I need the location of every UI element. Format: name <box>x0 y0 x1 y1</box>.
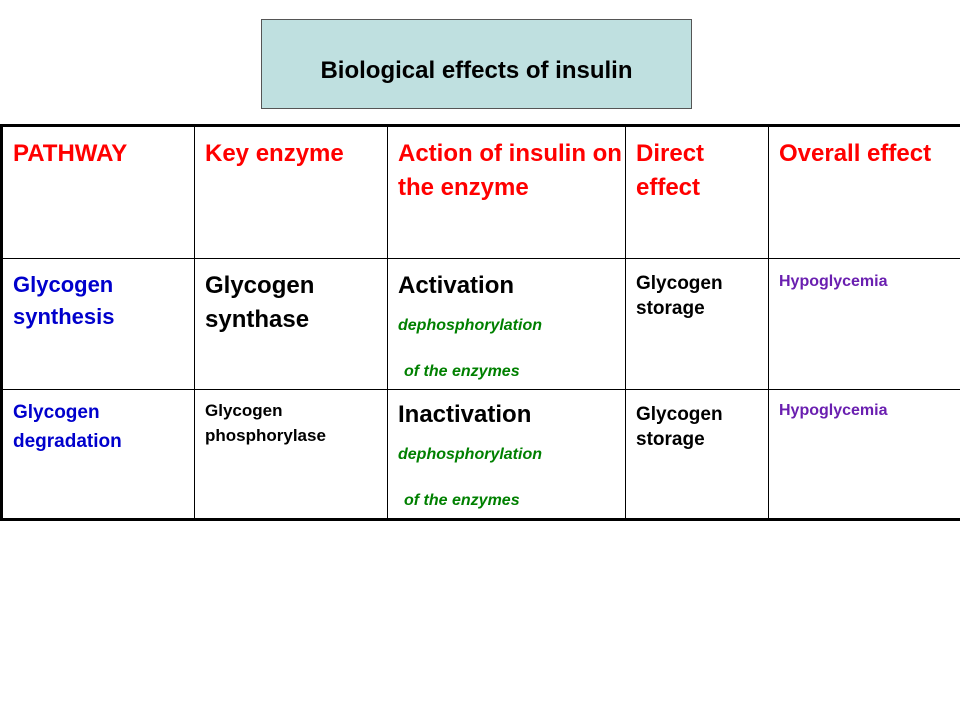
overall-effect-cell: Hypoglycemia <box>768 389 960 521</box>
action-text: Inactivation <box>398 401 532 428</box>
insulin-effects-table: PATHWAY Key enzyme Action of insulin on … <box>0 124 960 521</box>
direct-effect-cell: Glycogen storage <box>625 389 769 521</box>
enzyme-cell: Glycogen synthase <box>194 258 388 390</box>
mechanism-text-2: of the enzymes <box>404 492 520 509</box>
header-direct-effect: Direct effect <box>625 124 769 259</box>
enzyme-cell: Glycogen phosphorylase <box>194 389 388 521</box>
pathway-cell: Glycogen degradation <box>0 389 195 521</box>
pathway-cell: Glycogen synthesis <box>0 258 195 390</box>
title-box: Biological effects of insulin <box>261 19 692 109</box>
header-key-enzyme: Key enzyme <box>194 124 388 259</box>
direct-effect-cell: Glycogen storage <box>625 258 769 390</box>
table-row: Glycogen degradation Glycogen phosphoryl… <box>0 389 960 521</box>
table-row: Glycogen synthesis Glycogen synthase Act… <box>0 258 960 390</box>
page-title: Biological effects of insulin <box>320 57 633 84</box>
mechanism-text-2: of the enzymes <box>404 363 520 380</box>
header-overall-effect: Overall effect <box>768 124 960 259</box>
action-cell: Inactivation dephosphorylation of the en… <box>387 389 626 521</box>
table-header-row: PATHWAY Key enzyme Action of insulin on … <box>0 124 960 259</box>
mechanism-text: dephosphorylation <box>398 446 542 463</box>
header-pathway: PATHWAY <box>0 124 195 259</box>
action-text: Activation <box>398 272 515 299</box>
header-action: Action of insulin on the enzyme <box>387 124 626 259</box>
mechanism-text: dephosphorylation <box>398 317 542 334</box>
action-cell: Activation dephosphorylation of the enzy… <box>387 258 626 390</box>
overall-effect-cell: Hypoglycemia <box>768 258 960 390</box>
